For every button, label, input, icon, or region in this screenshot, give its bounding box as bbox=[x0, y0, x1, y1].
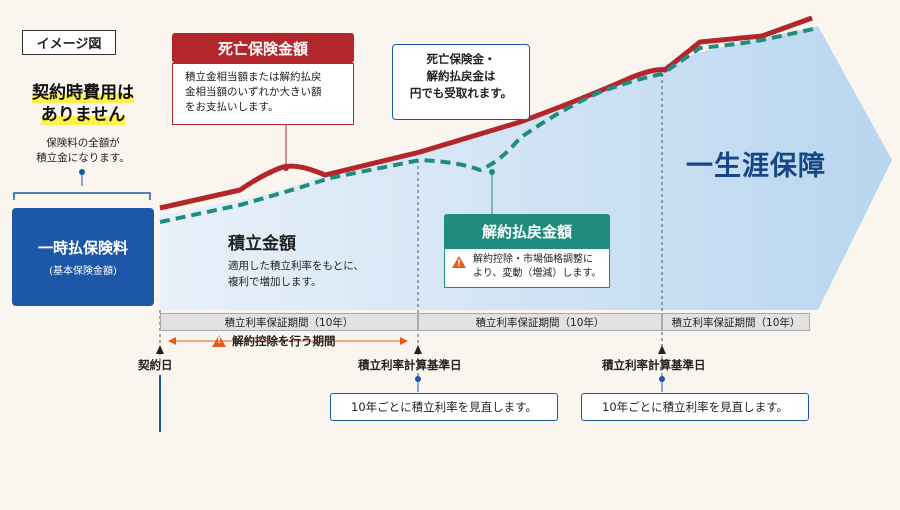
lifetime-coverage-label: 一生涯保障 bbox=[686, 151, 826, 182]
premium-title: 一時払保険料 bbox=[37, 239, 128, 257]
callout-line2: 解約払戻金は bbox=[426, 69, 496, 83]
callout-line3: 円でも受取れます。 bbox=[409, 86, 513, 100]
accum-line2: 複利で増加します。 bbox=[228, 276, 322, 288]
warning-icon bbox=[452, 256, 466, 271]
image-badge: イメージ図 bbox=[22, 30, 116, 55]
no-fee-heading: 契約時費用は ありません bbox=[8, 82, 158, 126]
surr-line1: 解約控除・市場価格調整に bbox=[473, 254, 593, 265]
contract-date-label: 契約日 bbox=[138, 358, 173, 372]
accum-line1: 適用した積立利率をもとに、 bbox=[228, 260, 364, 272]
surrender-line bbox=[159, 26, 819, 224]
base-date-label-1: 積立利率計算基準日 bbox=[358, 358, 462, 372]
rate-review-note-1: 10年ごとに積立利率を見直します。 bbox=[330, 393, 558, 421]
base-date-label-2: 積立利率計算基準日 bbox=[602, 358, 706, 372]
death-line1: 積立金相当額または解約払戻 bbox=[185, 71, 322, 83]
guarantee-period-2: 積立利率保証期間（10年） bbox=[418, 313, 662, 331]
no-fee-sub1: 保険料の全額が bbox=[46, 137, 120, 149]
no-fee-note: 保険料の全額が 積立金になります。 bbox=[8, 136, 158, 166]
death-line2: 金相当額のいずれか大きい額 bbox=[185, 86, 322, 98]
surrender-desc: 解約控除・市場価格調整に より、変動（増減）します。 bbox=[444, 248, 610, 288]
accumulation-desc: 適用した積立利率をもとに、 複利で増加します。 bbox=[228, 258, 364, 290]
premium-sub: (基本保険金額) bbox=[49, 266, 117, 277]
death-benefit-desc: 積立金相当額または解約払戻 金相当額のいずれか大きい額 をお支払いします。 bbox=[172, 63, 354, 125]
no-fee-sub2: 積立金になります。 bbox=[36, 152, 130, 164]
death-benefit-line bbox=[159, 15, 813, 211]
death-line3: をお支払いします。 bbox=[185, 101, 279, 113]
callout-line1: 死亡保険金・ bbox=[426, 52, 496, 66]
deduction-period-label: 解約控除を行う期間 bbox=[232, 334, 336, 348]
guarantee-period-3: 積立利率保証期間（10年） bbox=[662, 313, 810, 331]
death-benefit-title: 死亡保険金額 bbox=[172, 33, 354, 63]
accumulation-area bbox=[160, 26, 892, 310]
yen-callout: 死亡保険金・ 解約払戻金は 円でも受取れます。 bbox=[392, 44, 530, 120]
surrender-title: 解約払戻金額 bbox=[444, 214, 610, 248]
rate-review-note-2: 10年ごとに積立利率を見直します。 bbox=[581, 393, 809, 421]
no-fee-line2: ありません bbox=[40, 105, 126, 125]
warning-icon bbox=[212, 335, 226, 347]
surr-line2: より、変動（増減）します。 bbox=[473, 268, 602, 279]
no-fee-line1: 契約時費用は bbox=[32, 83, 134, 103]
premium-box: 一時払保険料 (基本保険金額) bbox=[12, 208, 154, 306]
accumulation-title: 積立金額 bbox=[228, 234, 296, 254]
guarantee-period-1: 積立利率保証期間（10年） bbox=[160, 313, 418, 331]
